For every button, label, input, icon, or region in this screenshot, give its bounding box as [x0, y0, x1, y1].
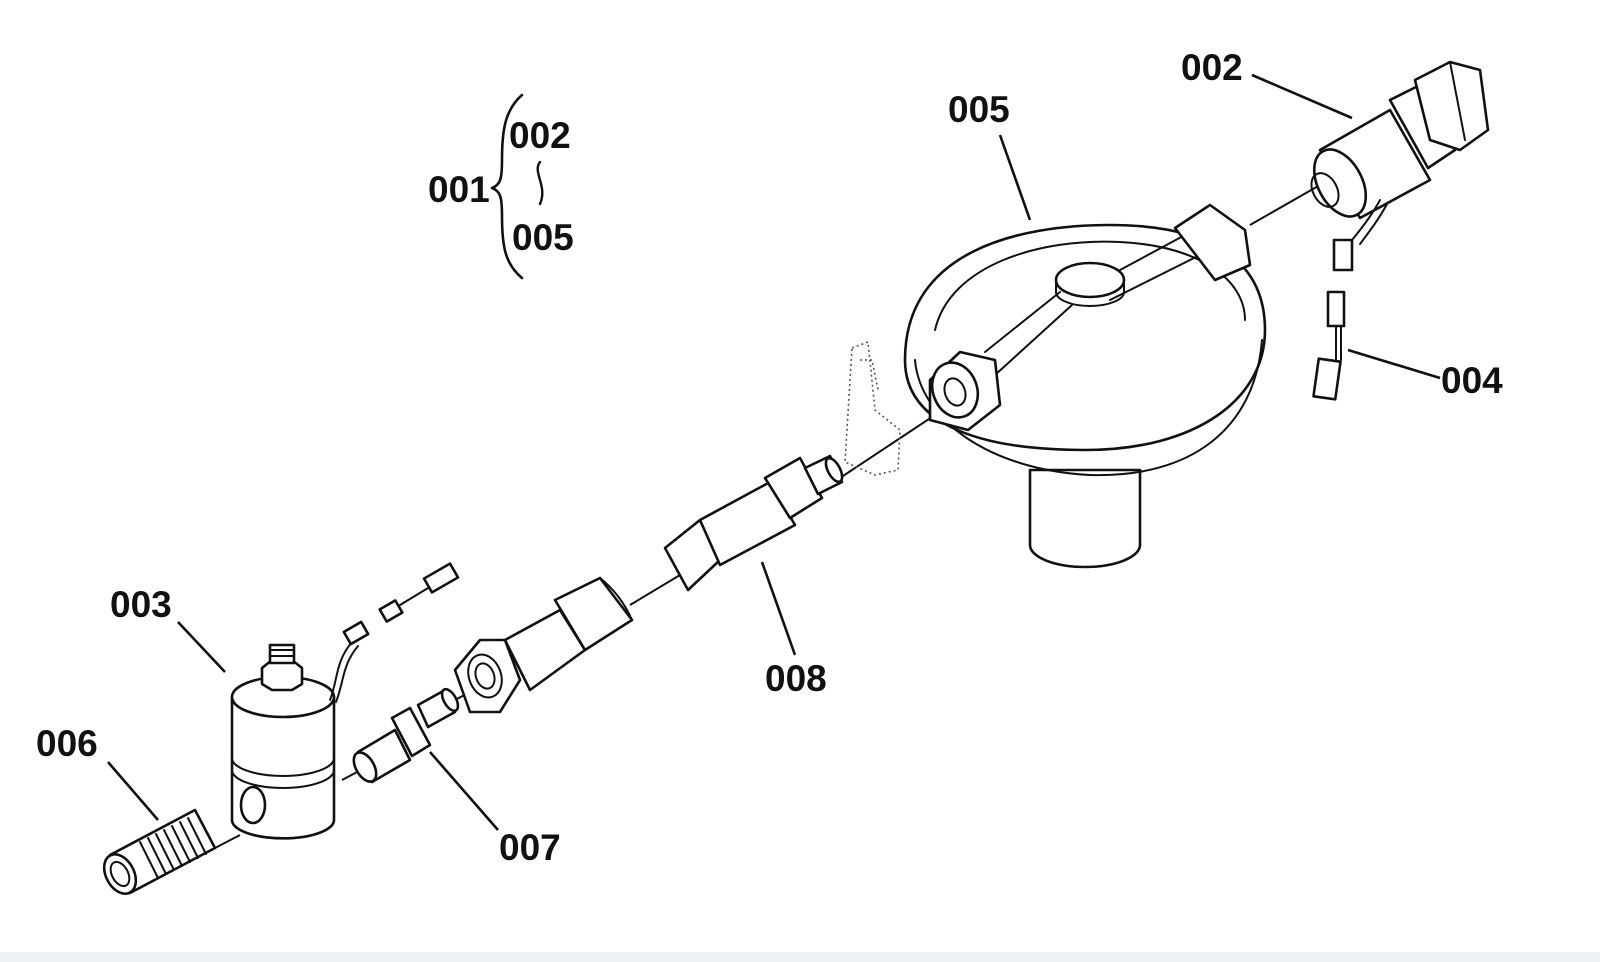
label-001-first-part: 002 [509, 115, 571, 156]
part-007-barbed-fitting [352, 687, 460, 784]
part-003-solenoid-valve [230, 620, 370, 840]
label-005: 005 [948, 89, 1010, 130]
label-008: 008 [765, 658, 827, 699]
assembly-brace [490, 93, 544, 280]
footer-strip [0, 952, 1600, 962]
label-001-assembly: 001 [428, 169, 490, 210]
connector-pair [378, 562, 460, 623]
part-006-threaded-nipple [102, 808, 217, 895]
label-007: 007 [499, 827, 561, 868]
label-001-last-part: 005 [512, 217, 574, 258]
label-002: 002 [1181, 47, 1243, 88]
part-002-pressure-switch [1310, 60, 1490, 272]
part-005-regulator-housing [903, 203, 1267, 569]
label-004: 004 [1441, 360, 1503, 401]
dotted-bracket [844, 340, 901, 476]
hex-union-left [453, 576, 634, 714]
part-004-jumper-wire [1312, 290, 1346, 401]
label-003: 003 [110, 584, 172, 625]
leader-lines [107, 73, 1441, 831]
part-008-hex-union [663, 454, 844, 592]
label-006: 006 [36, 723, 98, 764]
